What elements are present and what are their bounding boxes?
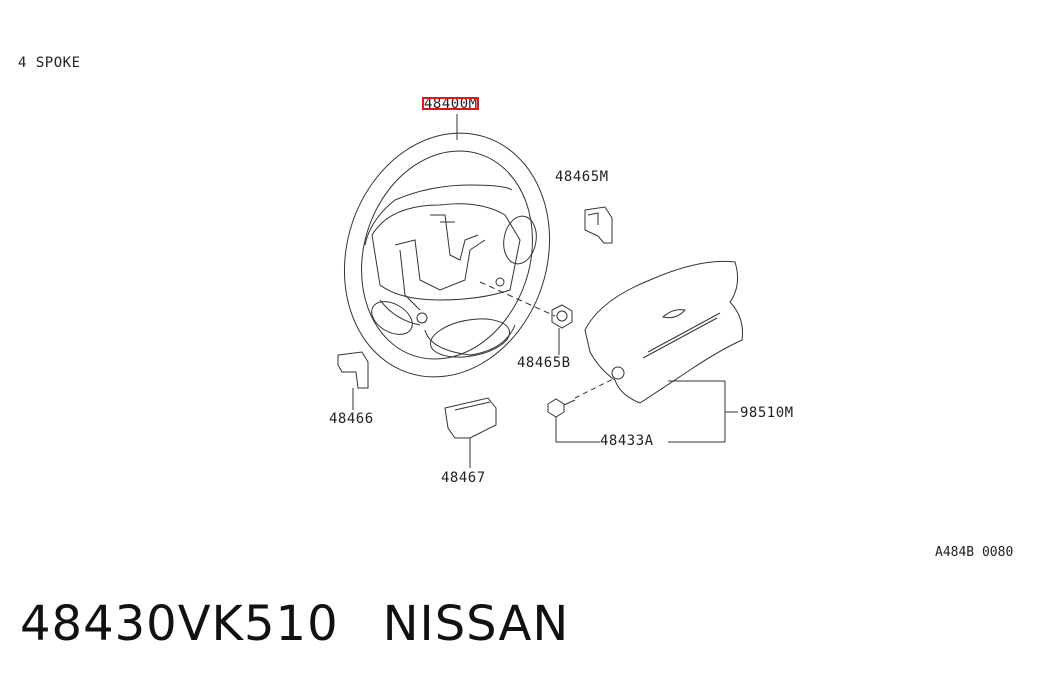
diagram-code: A484B 0080 <box>935 545 1014 560</box>
part-label-bolt[interactable]: 48433A <box>600 433 654 449</box>
clip-48466[interactable] <box>337 351 369 389</box>
bolt-48433A[interactable] <box>547 398 576 418</box>
part-label-clip-upper[interactable]: 48465M <box>555 169 609 185</box>
footer-title: 48430VK510 NISSAN <box>20 596 613 652</box>
highlight-box <box>422 97 479 110</box>
part-label-clip-left[interactable]: 48466 <box>329 411 374 427</box>
part-label-airbag[interactable]: 98510M <box>740 405 794 421</box>
nut-48465B[interactable] <box>551 304 573 329</box>
part-label-nut[interactable]: 48465B <box>517 355 571 371</box>
footer-brand: NISSAN <box>382 596 570 652</box>
airbag-module[interactable] <box>584 260 743 404</box>
clip-48465M[interactable] <box>584 206 613 244</box>
footer-part-number: 48430VK510 <box>20 596 339 652</box>
part-label-clip-bottom[interactable]: 48467 <box>441 470 486 486</box>
clip-48467[interactable] <box>444 397 497 439</box>
variant-label: 4 SPOKE <box>18 55 81 71</box>
steering-wheel[interactable] <box>314 106 581 404</box>
